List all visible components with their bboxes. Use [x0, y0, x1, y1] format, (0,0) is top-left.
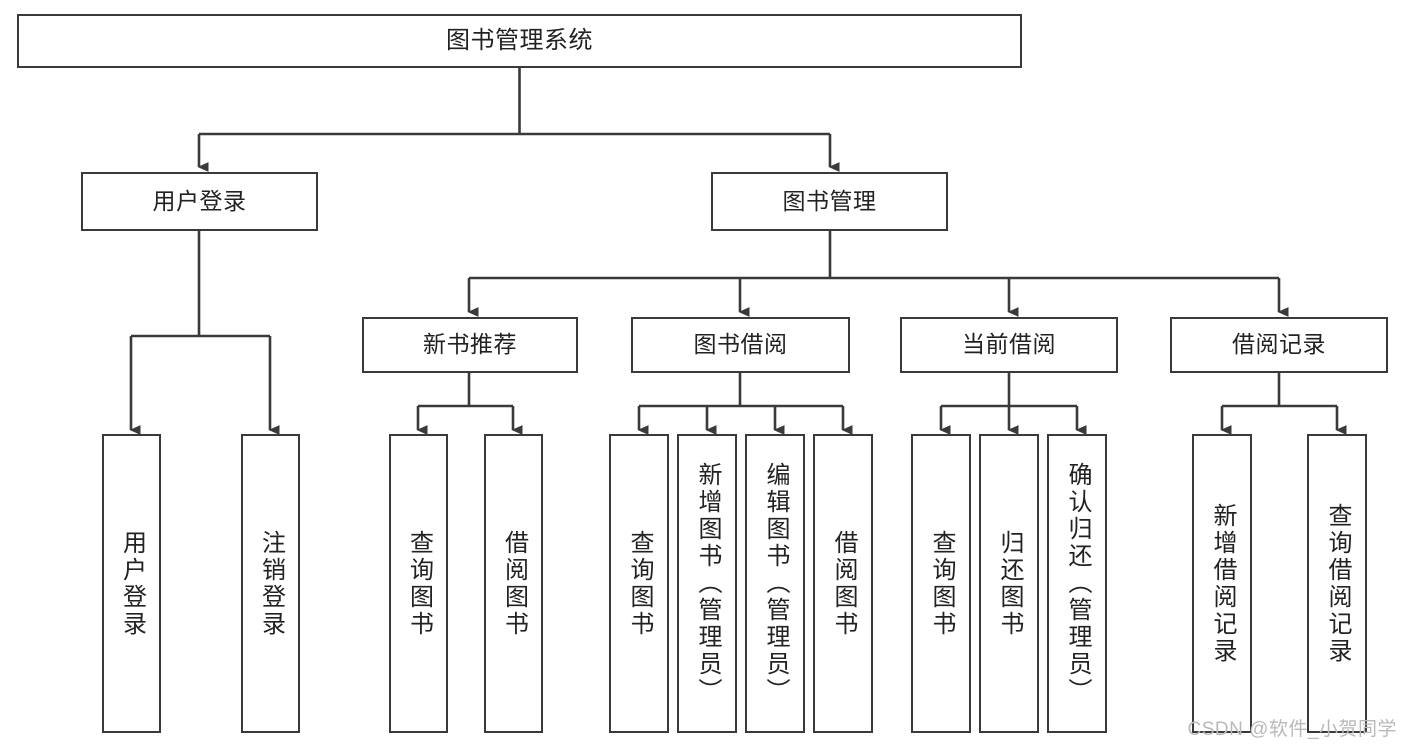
- leaf-label: 新增借阅记录: [1209, 502, 1236, 665]
- leaf-label: 查询图书: [405, 529, 433, 638]
- leaf-label: 确认归还（管理员）: [1064, 462, 1091, 705]
- leaf-current-borrow-0[interactable]: 查询图书: [911, 434, 971, 733]
- node-new-book-recommend-label: 新书推荐: [423, 331, 517, 358]
- leaf-label: 归还图书: [996, 529, 1023, 638]
- csdn-watermark: CSDN @软件_小贺同学: [1187, 719, 1397, 740]
- leaf-label: 编辑图书（管理员）: [762, 462, 789, 705]
- leaf-book-borrow-0[interactable]: 查询图书: [609, 434, 669, 733]
- node-current-borrow-label: 当前借阅: [962, 331, 1056, 358]
- leaf-new-book-recommend-0[interactable]: 查询图书: [389, 434, 448, 733]
- leaf-current-borrow-2[interactable]: 确认归还（管理员）: [1047, 434, 1107, 733]
- leaf-label: 借阅图书: [500, 529, 528, 638]
- node-book-management-label: 图书管理: [782, 187, 877, 214]
- leaf-new-book-recommend-1[interactable]: 借阅图书: [484, 434, 543, 733]
- node-new-book-recommend[interactable]: 新书推荐: [362, 317, 578, 373]
- leaf-user-login-0[interactable]: 用户登录: [102, 434, 161, 733]
- node-borrow-records[interactable]: 借阅记录: [1170, 317, 1388, 373]
- node-root-label: 图书管理系统: [446, 26, 593, 54]
- node-book-borrow-label: 图书借阅: [693, 331, 788, 358]
- node-book-borrow[interactable]: 图书借阅: [631, 317, 850, 373]
- leaf-label: 查询图书: [928, 529, 955, 638]
- leaf-book-borrow-2[interactable]: 编辑图书（管理员）: [745, 434, 805, 733]
- node-current-borrow[interactable]: 当前借阅: [900, 317, 1118, 373]
- leaf-book-borrow-1[interactable]: 新增图书（管理员）: [677, 434, 737, 733]
- leaf-current-borrow-1[interactable]: 归还图书: [979, 434, 1039, 733]
- node-user-login[interactable]: 用户登录: [81, 172, 318, 231]
- leaf-label: 注销登录: [257, 529, 285, 638]
- leaf-label: 查询借阅记录: [1324, 502, 1351, 665]
- leaf-user-login-1[interactable]: 注销登录: [241, 434, 300, 733]
- leaf-borrow-records-1[interactable]: 查询借阅记录: [1307, 434, 1367, 733]
- node-user-login-label: 用户登录: [152, 187, 247, 214]
- leaf-borrow-records-0[interactable]: 新增借阅记录: [1192, 434, 1252, 733]
- leaf-label: 借阅图书: [830, 529, 857, 638]
- node-root-system[interactable]: 图书管理系统: [17, 14, 1022, 68]
- leaf-book-borrow-3[interactable]: 借阅图书: [813, 434, 873, 733]
- leaf-label: 新增图书（管理员）: [694, 462, 721, 705]
- leaf-label: 查询图书: [626, 529, 653, 638]
- node-book-management[interactable]: 图书管理: [711, 172, 948, 231]
- node-borrow-records-label: 借阅记录: [1232, 331, 1326, 358]
- leaf-label: 用户登录: [118, 529, 146, 638]
